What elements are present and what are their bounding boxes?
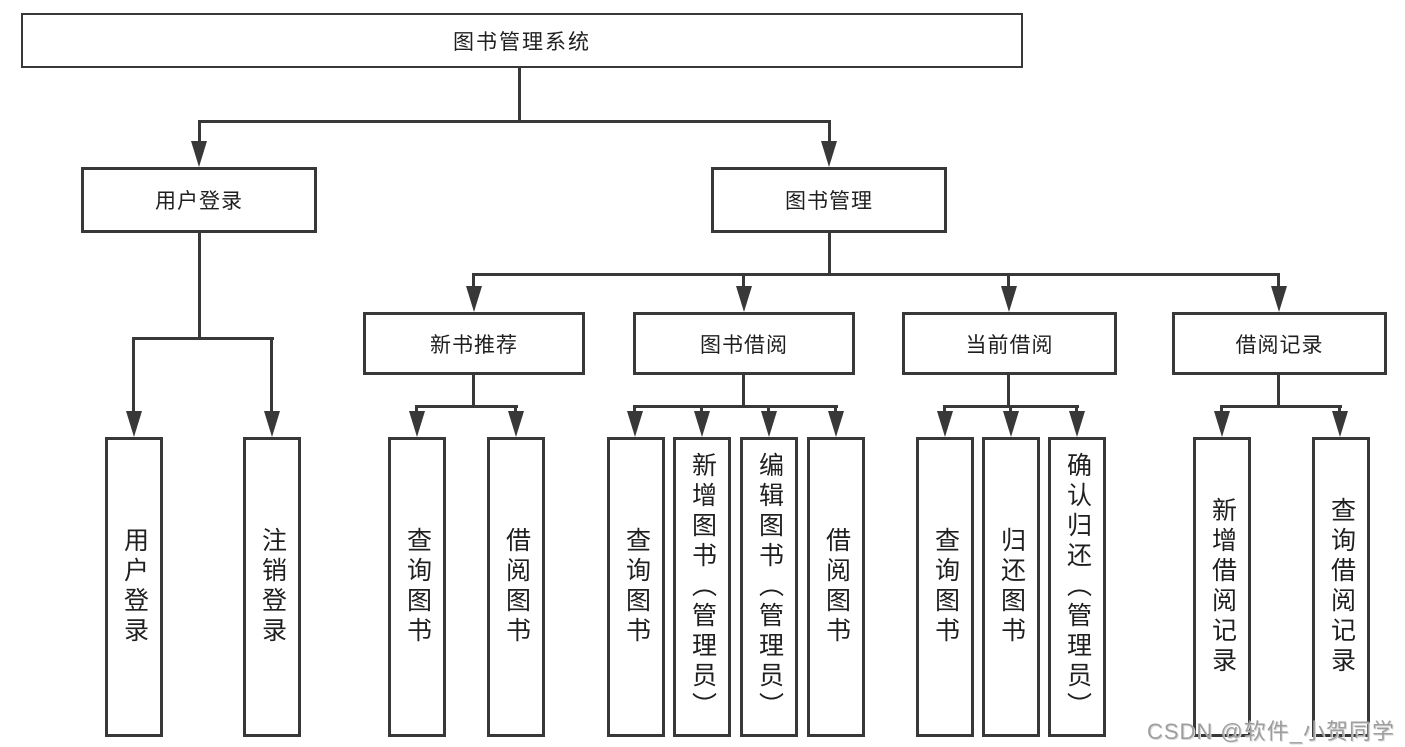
connector-records-rail [1220, 405, 1342, 408]
leaf-edit-book-admin-label: 编辑图书（管理员） [755, 452, 784, 722]
node-book-management-label: 图书管理 [785, 190, 873, 213]
node-user-login-label: 用户登录 [155, 190, 243, 213]
leaf-query-book-borrow: 查询图书 [607, 437, 665, 737]
connector-book-mgmt-drop [828, 120, 831, 146]
leaf-edit-book-admin: 编辑图书（管理员） [740, 437, 798, 737]
arrowhead-logout-leaf [264, 411, 280, 437]
leaf-query-borrow-record-label: 查询借阅记录 [1327, 497, 1356, 677]
node-current-borrow-label: 当前借阅 [965, 333, 1054, 357]
connector-current-drop [1007, 273, 1010, 291]
arrowhead-login-leaf [126, 411, 142, 437]
connector-user-login-stem [198, 233, 201, 337]
leaf-add-borrow-record: 新增借阅记录 [1193, 437, 1251, 737]
csdn-watermark: CSDN @软件_小贺同学 [1146, 719, 1395, 744]
connector-user-login-rail [133, 337, 274, 340]
connector-drop [1220, 405, 1223, 415]
leaf-add-book-admin: 新增图书（管理员） [673, 437, 731, 737]
node-book-borrow-label: 图书借阅 [700, 333, 788, 357]
arrowhead-leaf [761, 411, 777, 437]
leaf-borrow-book-recommend: 借阅图书 [487, 437, 545, 737]
connector-records-drop [1277, 273, 1280, 291]
arrowhead-book-mgmt [821, 141, 837, 167]
arrowhead-records [1271, 286, 1287, 312]
node-root-label: 图书管理系统 [453, 30, 591, 54]
leaf-logout-label: 注销登录 [258, 527, 287, 647]
connector-drop [415, 405, 418, 415]
connector-user-login-drop [198, 120, 201, 146]
leaf-confirm-return-admin: 确认归还（管理员） [1048, 437, 1106, 737]
arrowhead-leaf [1069, 411, 1085, 437]
connector-root-stem [518, 68, 521, 120]
connector-current-stem [1007, 375, 1010, 405]
leaf-query-book-current-label: 查询图书 [931, 527, 960, 647]
leaf-query-book-recommend-label: 查询图书 [403, 527, 432, 647]
node-borrow-records-label: 借阅记录 [1235, 333, 1324, 357]
connector-book-mgmt-stem [828, 233, 831, 273]
arrowhead-newbook [466, 286, 482, 312]
arrowhead-leaf [1332, 411, 1348, 437]
node-root: 图书管理系统 [21, 13, 1023, 68]
connector-borrow-drop [742, 273, 745, 291]
leaf-add-book-admin-label: 新增图书（管理员） [688, 452, 717, 722]
connector-newbook-drop [472, 273, 475, 291]
node-current-borrow: 当前借阅 [902, 312, 1117, 375]
connector-borrow-stem [742, 375, 745, 405]
connector-drop [943, 405, 946, 415]
arrowhead-leaf [828, 411, 844, 437]
connector-drop [767, 405, 770, 415]
node-book-management: 图书管理 [711, 167, 947, 233]
arrowhead-leaf [937, 411, 953, 437]
leaf-borrow-book-recommend-label: 借阅图书 [502, 527, 531, 647]
leaf-add-borrow-record-label: 新增借阅记录 [1208, 497, 1237, 677]
connector-drop [514, 405, 517, 415]
leaf-query-book-borrow-label: 查询图书 [622, 527, 651, 647]
connector-drop [633, 405, 636, 415]
connector-drop [700, 405, 703, 415]
connector-borrow-rail [634, 405, 838, 408]
arrowhead-current [1001, 286, 1017, 312]
connector-drop [1338, 405, 1341, 415]
connector-newbook-stem [472, 375, 475, 405]
node-book-borrow: 图书借阅 [633, 312, 855, 375]
leaf-query-borrow-record: 查询借阅记录 [1312, 437, 1370, 737]
leaf-return-book: 归还图书 [982, 437, 1040, 737]
arrowhead-leaf [1003, 411, 1019, 437]
arrowhead-borrow [736, 286, 752, 312]
arrowhead-user-login [191, 141, 207, 167]
connector-level3-rail [472, 273, 1280, 276]
connector-login-leaf-drop [132, 337, 135, 415]
leaf-query-book-recommend: 查询图书 [388, 437, 446, 737]
leaf-query-book-current: 查询图书 [916, 437, 974, 737]
connector-drop [1075, 405, 1078, 415]
connector-records-stem [1277, 375, 1280, 405]
leaf-borrow-book-label: 借阅图书 [822, 527, 851, 647]
leaf-borrow-book: 借阅图书 [807, 437, 865, 737]
arrowhead-leaf [1214, 411, 1230, 437]
leaf-user-login-label: 用户登录 [120, 527, 149, 647]
connector-newbook-rail [415, 405, 518, 408]
connector-drop [1009, 405, 1012, 415]
arrowhead-leaf [409, 411, 425, 437]
connector-logout-leaf-drop [270, 337, 273, 415]
leaf-user-login: 用户登录 [105, 437, 163, 737]
node-borrow-records: 借阅记录 [1172, 312, 1387, 375]
connector-level1-rail [198, 120, 831, 123]
arrowhead-leaf [627, 411, 643, 437]
node-new-book-recommend: 新书推荐 [363, 312, 585, 375]
arrowhead-leaf [694, 411, 710, 437]
arrowhead-leaf [508, 411, 524, 437]
connector-drop [834, 405, 837, 415]
node-user-login: 用户登录 [81, 167, 317, 233]
leaf-confirm-return-admin-label: 确认归还（管理员） [1063, 452, 1092, 722]
leaf-return-book-label: 归还图书 [997, 527, 1026, 647]
leaf-logout: 注销登录 [243, 437, 301, 737]
node-new-book-recommend-label: 新书推荐 [430, 333, 518, 357]
